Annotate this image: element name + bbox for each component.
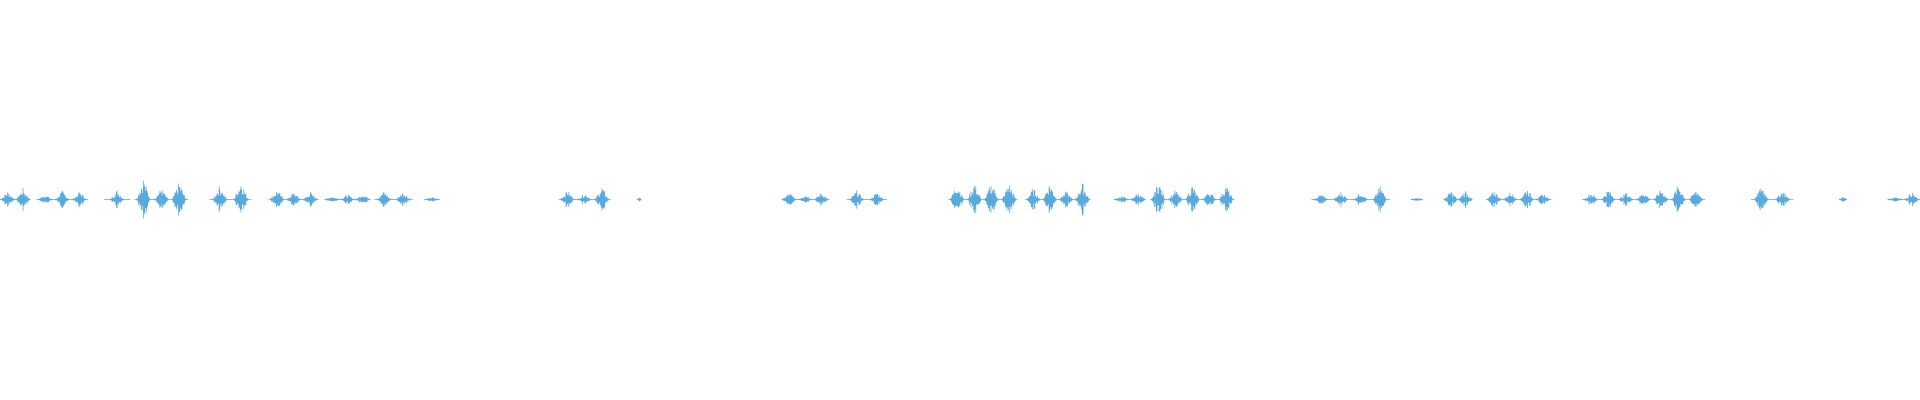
waveform-segment xyxy=(1311,186,1391,213)
waveform-segment xyxy=(1582,187,1705,212)
waveform-segment xyxy=(637,197,642,202)
waveform-segment xyxy=(1839,197,1847,202)
waveform-segment xyxy=(134,180,189,219)
waveform-segment xyxy=(374,192,413,207)
waveform-segment xyxy=(948,185,1018,214)
waveform-segment xyxy=(1887,192,1920,207)
waveform-segment xyxy=(1751,188,1794,211)
waveform-segment xyxy=(424,197,440,202)
waveform-segment xyxy=(1150,187,1235,212)
waveform-signal xyxy=(0,180,1920,219)
waveform-segment xyxy=(209,186,252,213)
waveform-segment xyxy=(324,195,371,204)
waveform-segment xyxy=(781,193,830,206)
waveform-segment xyxy=(1443,191,1473,208)
waveform-segment xyxy=(1113,193,1147,206)
waveform-segment xyxy=(268,192,319,207)
waveform-segment xyxy=(36,190,89,209)
waveform-segment xyxy=(1486,191,1552,208)
waveform-segment xyxy=(558,188,611,211)
waveform-segment xyxy=(0,188,31,211)
waveform-segment xyxy=(103,190,131,209)
waveform-segment xyxy=(1025,183,1091,216)
waveform-segment xyxy=(1410,198,1423,201)
waveform-segment xyxy=(846,190,887,209)
